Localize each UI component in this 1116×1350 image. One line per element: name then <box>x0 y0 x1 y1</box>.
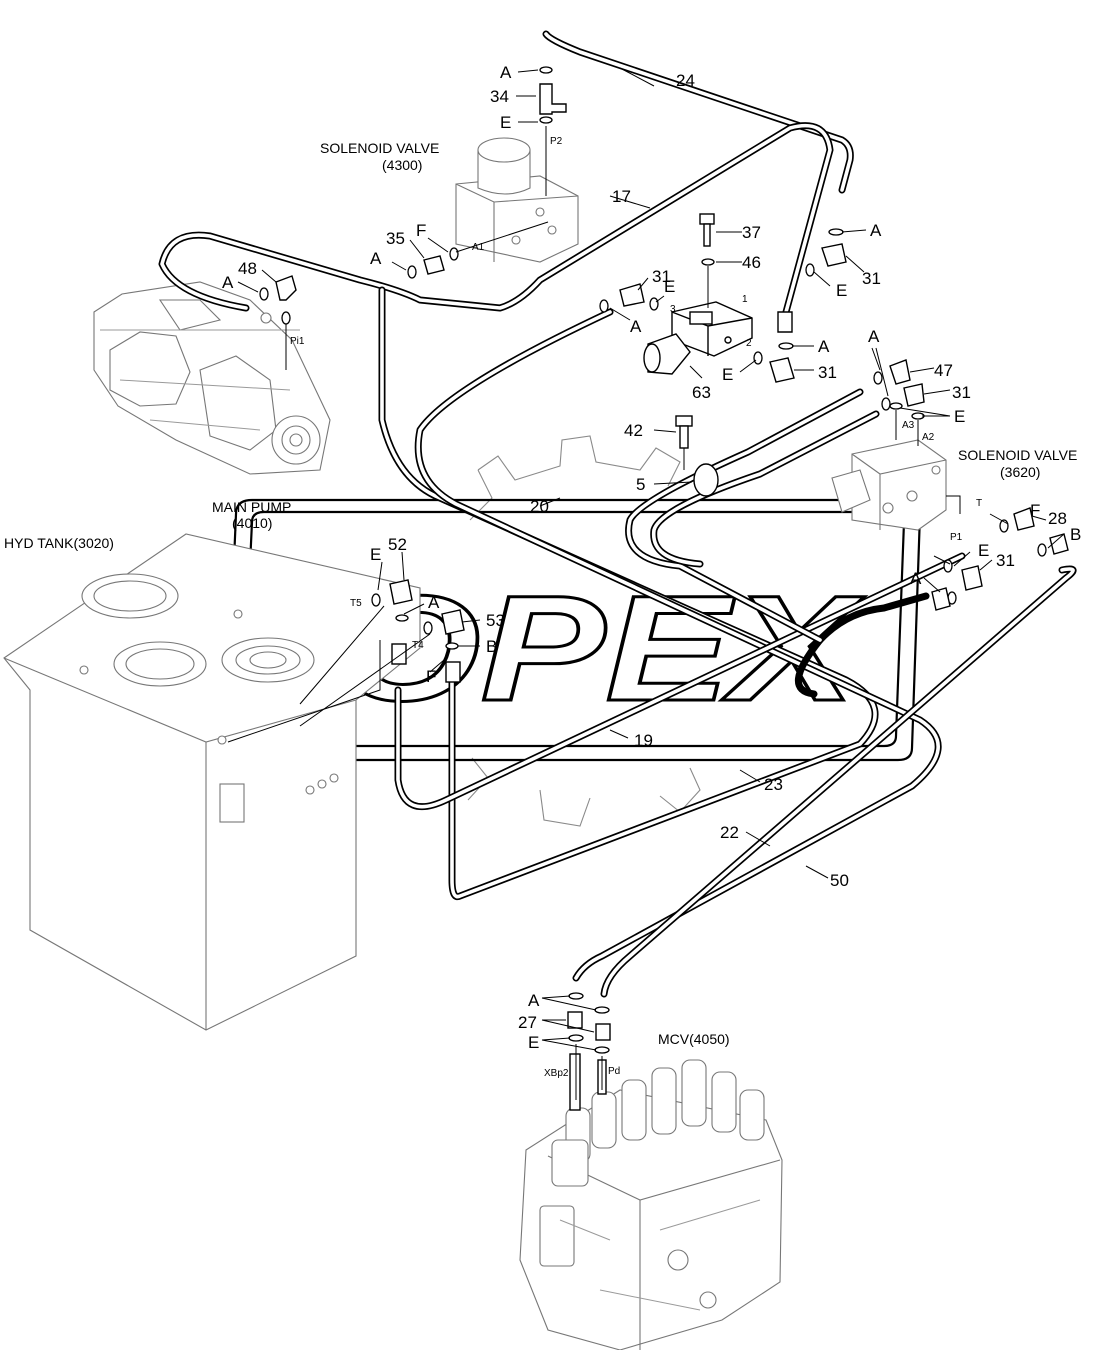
part-22: 22 <box>720 823 739 842</box>
solenoid-3620-label: SOLENOID VALVE <box>958 447 1077 463</box>
port-3: 3 <box>670 304 676 315</box>
mcv-label: MCV(4050) <box>658 1031 730 1047</box>
part-28: 28 <box>1048 509 1067 528</box>
port-labels: P2 A1 Pi1 1 2 3 A3 A2 T P1 T5 T4 XBp2 Pd <box>290 136 982 1079</box>
part-34: 34 <box>490 87 509 106</box>
part-31-a: 31 <box>652 267 671 286</box>
letter-a-2: A <box>370 249 382 268</box>
port-a3: A3 <box>902 420 915 431</box>
part-20: 20 <box>530 497 549 516</box>
letter-a-10: A <box>528 991 540 1010</box>
part-31-b: 31 <box>862 269 881 288</box>
solenoid-3620-code: (3620) <box>1000 464 1040 480</box>
port-t5: T5 <box>350 598 362 609</box>
port-pi1: Pi1 <box>290 336 305 347</box>
part-52: 52 <box>388 535 407 554</box>
letter-f-1: F <box>416 221 426 240</box>
solenoid-4300-code: (4300) <box>382 157 422 173</box>
port-p2: P2 <box>550 136 563 147</box>
main-pump <box>93 281 331 475</box>
letter-a-8: A <box>910 569 922 588</box>
port-pd: Pd <box>608 1066 620 1077</box>
letter-a-9: A <box>428 593 440 612</box>
letter-a-3: A <box>222 273 234 292</box>
letter-e-8: E <box>528 1033 539 1052</box>
part-53: 53 <box>486 611 505 630</box>
part-31-c: 31 <box>818 363 837 382</box>
mcv <box>519 1053 783 1350</box>
port-t4: T4 <box>412 640 424 651</box>
part-37: 37 <box>742 223 761 242</box>
part-19: 19 <box>634 731 653 750</box>
hyd-tank <box>3 533 421 1031</box>
letter-callouts: A E F A A E A A E A A E E F B E A E A B … <box>222 63 1081 1052</box>
letter-b-1: B <box>1070 525 1081 544</box>
letter-e-1: E <box>500 113 511 132</box>
part-23: 23 <box>764 775 783 794</box>
port-1: 1 <box>742 294 748 305</box>
hoses <box>158 30 1077 998</box>
port-p1: P1 <box>950 532 963 543</box>
letter-b-2: B <box>486 637 497 656</box>
hyd-tank-label: HYD TANK(3020) <box>4 535 114 551</box>
letter-f-2: F <box>1030 501 1040 520</box>
solenoid-valve-4300 <box>455 137 579 263</box>
part-50: 50 <box>830 871 849 890</box>
letter-f-3: F <box>426 667 436 686</box>
part-24: 24 <box>676 71 695 90</box>
port-xbp2: XBp2 <box>544 1068 569 1079</box>
letter-e-7: E <box>370 545 381 564</box>
letter-a-7: A <box>868 327 880 346</box>
solenoid-valve-3620 <box>831 439 961 531</box>
part-31-e: 31 <box>996 551 1015 570</box>
part-27: 27 <box>518 1013 537 1032</box>
letter-e-4: E <box>722 365 733 384</box>
part-63: 63 <box>692 383 711 402</box>
port-2: 2 <box>746 338 752 349</box>
letter-e-2: E <box>664 277 675 296</box>
part-35: 35 <box>386 229 405 248</box>
letter-a-1: A <box>500 63 512 82</box>
letter-e-6: E <box>978 541 989 560</box>
part-47: 47 <box>934 361 953 380</box>
part-31-d: 31 <box>952 383 971 402</box>
part-17: 17 <box>612 187 631 206</box>
part-48: 48 <box>238 259 257 278</box>
main-pump-label: MAIN PUMP <box>212 499 291 515</box>
part-42: 42 <box>624 421 643 440</box>
leader-lines <box>237 67 1065 1100</box>
letter-e-3: E <box>836 281 847 300</box>
port-a1: A1 <box>472 242 485 253</box>
part-46: 46 <box>742 253 761 272</box>
letter-a-4: A <box>630 317 642 336</box>
letter-a-5: A <box>870 221 882 240</box>
main-pump-code: (4010) <box>232 515 272 531</box>
port-a2: A2 <box>922 432 935 443</box>
letter-e-5: E <box>954 407 965 426</box>
part-number-labels: 24 34 17 35 37 46 31 31 31 31 31 48 63 4… <box>238 71 1067 1032</box>
letter-a-6: A <box>818 337 830 356</box>
port-t: T <box>976 498 982 509</box>
fittings <box>259 66 1069 1054</box>
part-5: 5 <box>636 475 645 494</box>
valve-block-63 <box>643 301 753 375</box>
solenoid-4300-label: SOLENOID VALVE <box>320 140 439 156</box>
